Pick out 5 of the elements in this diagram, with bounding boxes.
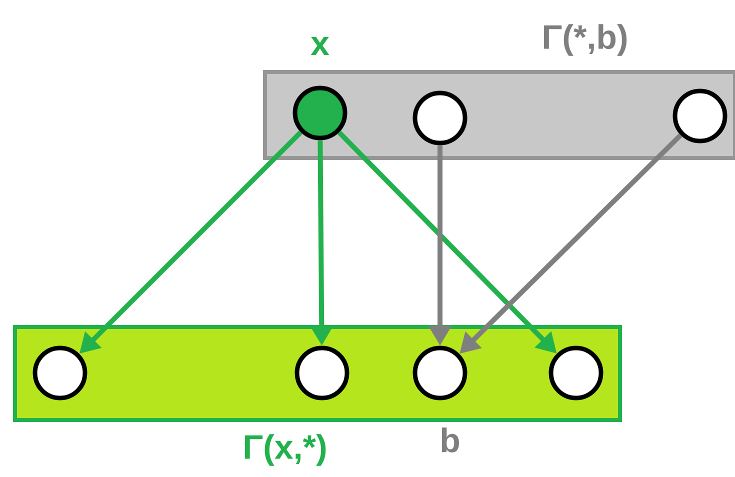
node-label: x bbox=[310, 37, 330, 55]
band-heading: Γ(*,b) bbox=[544, 24, 627, 56]
circle bbox=[672, 88, 728, 144]
node-label: b bbox=[442, 428, 459, 452]
band-heading: Γ(x,*) bbox=[244, 434, 326, 466]
